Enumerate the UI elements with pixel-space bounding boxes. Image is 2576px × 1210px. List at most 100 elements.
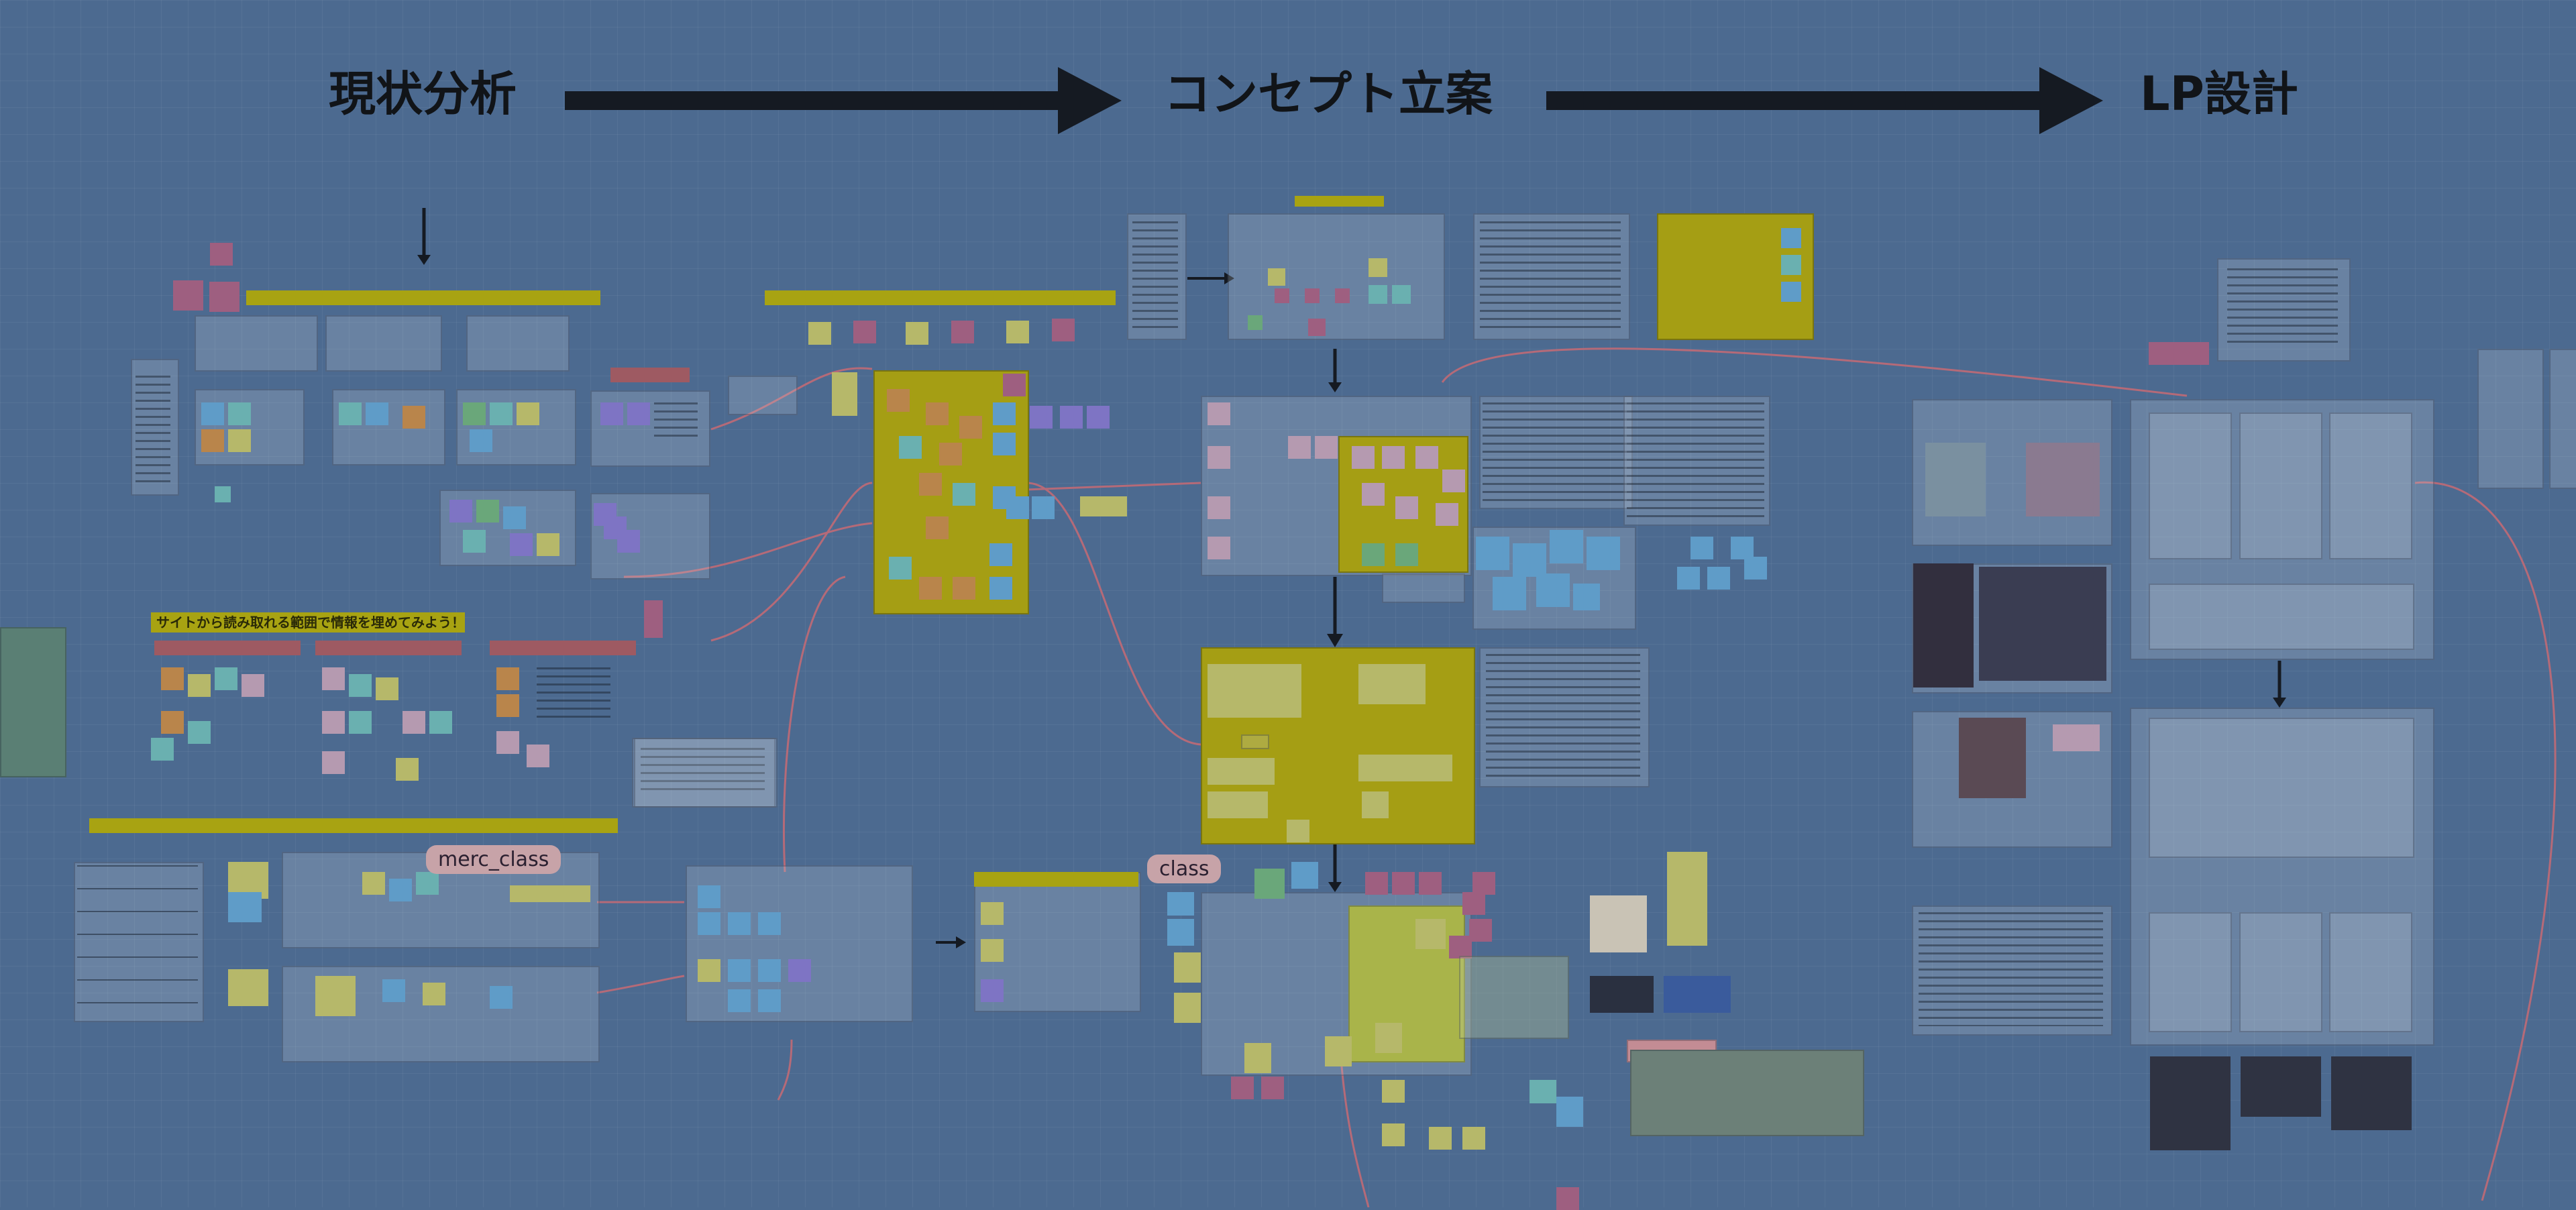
table-card[interactable] [1479,396,1633,509]
sticky-note[interactable] [1429,1127,1452,1150]
sticky-note[interactable] [463,530,486,553]
comparison-card[interactable] [1912,905,2112,1036]
sticky-note[interactable] [1382,1123,1405,1146]
persona-card[interactable] [2477,349,2544,489]
sticky-note[interactable] [209,282,239,312]
sticky-note[interactable] [1392,872,1415,895]
flow-card[interactable] [686,865,913,1022]
sticky-note[interactable] [1208,664,1301,718]
sticky-note[interactable] [1395,543,1418,566]
sticky-note[interactable] [210,243,233,266]
sticky-note[interactable] [1006,496,1029,519]
sticky-note[interactable] [728,989,751,1012]
sticky-note[interactable] [1375,1023,1402,1053]
sticky-note[interactable] [758,989,781,1012]
sticky-note[interactable] [1781,282,1801,302]
wireframe-column[interactable] [2149,412,2232,559]
sticky-note[interactable] [215,667,237,690]
sticky-note[interactable] [1287,820,1309,842]
sticky-note[interactable] [1415,919,1446,949]
wireframe-column[interactable] [2239,912,2322,1032]
sticky-note[interactable] [1358,755,1452,781]
sticky-note[interactable] [1248,315,1263,330]
sticky-note[interactable] [926,402,949,425]
text-card[interactable] [1479,647,1650,787]
sticky-note[interactable] [853,321,876,343]
sticky-note[interactable] [1472,872,1495,895]
sticky-note[interactable] [1442,470,1465,492]
sticky-note[interactable] [1174,952,1201,983]
sticky-note[interactable] [339,402,362,425]
document-card[interactable] [1127,213,1187,340]
sticky-note[interactable] [201,429,224,452]
sticky-note[interactable] [1087,406,1110,429]
sticky-note[interactable] [993,433,1016,455]
sticky-note[interactable] [228,969,268,1006]
sticky-note[interactable] [627,402,650,425]
flow-card[interactable] [1228,213,1445,340]
sticky-note[interactable] [362,872,385,895]
sticky-note[interactable] [241,674,264,697]
sticky-note[interactable] [1677,567,1700,590]
sticky-note[interactable] [1261,1077,1284,1099]
sticky-note[interactable] [1436,503,1458,526]
sticky-note[interactable] [1395,496,1418,519]
sticky-note[interactable] [1513,543,1546,577]
text-card[interactable] [1459,956,1569,1039]
wireframe-row[interactable] [2149,584,2414,650]
sticky-note[interactable] [1335,288,1350,303]
sticky-note[interactable] [527,745,549,767]
sticky-note[interactable] [758,912,781,935]
sticky-note[interactable] [201,402,224,425]
sticky-note[interactable] [1382,446,1405,469]
sticky-note[interactable] [503,506,526,529]
sticky-note[interactable] [1449,936,1472,958]
sticky-note[interactable] [1382,1080,1405,1103]
sticky-note[interactable] [953,577,975,600]
document-card[interactable] [131,359,179,496]
sticky-note[interactable] [788,959,811,982]
sticky-note[interactable] [887,389,910,412]
sticky-note[interactable] [215,486,231,502]
sticky-note[interactable] [1208,791,1268,818]
sticky-note[interactable] [919,577,942,600]
sticky-note[interactable] [989,577,1012,600]
sticky-note[interactable] [1167,919,1194,946]
diagram-card[interactable] [325,315,442,372]
lp-wireframe[interactable] [2130,399,2434,660]
sticky-note[interactable] [470,429,492,452]
sticky-note[interactable] [1288,436,1311,459]
sticky-note[interactable] [1667,852,1707,946]
sticky-note[interactable] [1208,496,1230,519]
sticky-note[interactable] [1419,872,1442,895]
sticky-note[interactable] [1462,892,1485,915]
sticky-note[interactable] [698,959,720,982]
sticky-note[interactable] [1365,872,1388,895]
sticky-note[interactable] [1006,321,1029,343]
sticky-note[interactable] [349,674,372,697]
sticky-note[interactable] [989,543,1012,566]
text-card[interactable] [634,738,777,808]
wireframe-column[interactable] [2329,912,2412,1032]
sticky-note[interactable] [1368,285,1387,304]
sticky-note[interactable] [402,711,425,734]
sticky-note[interactable] [1030,406,1053,429]
flow-card[interactable] [456,389,576,465]
sticky-note[interactable] [188,674,211,697]
gray-card[interactable] [1630,1050,1864,1136]
sticky-note[interactable] [1305,288,1320,303]
sticky-note[interactable] [1032,496,1055,519]
sticky-note[interactable] [698,885,720,908]
sticky-note[interactable] [1060,406,1083,429]
sticky-note[interactable] [1707,567,1730,590]
lp-wireframe[interactable] [2130,708,2434,1046]
mini-card[interactable] [1382,573,1465,603]
sticky-note[interactable] [1254,869,1285,899]
sticky-note[interactable] [1080,496,1127,516]
sticky-note[interactable] [1469,919,1492,942]
sticky-note[interactable] [402,406,425,429]
sticky-note[interactable] [1529,1080,1556,1103]
sticky-note[interactable] [1573,584,1600,610]
sticky-note[interactable] [939,443,962,465]
sticky-note[interactable] [953,483,975,506]
